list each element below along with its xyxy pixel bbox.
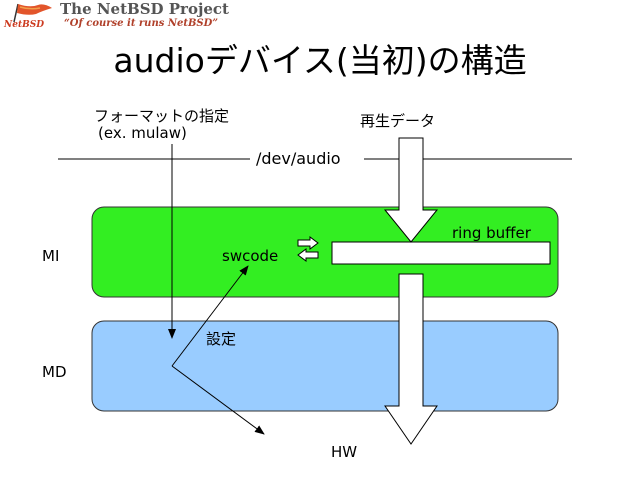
format-spec-label: フォーマットの指定 (94, 107, 230, 125)
logo-wordmark: NetBSD (4, 20, 45, 30)
mi-label: MI (42, 247, 60, 265)
swcode-label: swcode (222, 247, 279, 265)
project-tagline: “Of course it runs NetBSD” (64, 18, 219, 29)
hw-label: HW (331, 443, 358, 461)
ring-buffer-box (331, 241, 551, 265)
format-example-label: (ex. mulaw) (98, 124, 187, 142)
settings-line-down (171, 365, 265, 435)
md-layer-box (91, 320, 559, 412)
settings-line-up (171, 265, 249, 367)
playback-arrow (383, 137, 439, 243)
swcode-bidirectional-icon (297, 236, 319, 262)
md-label: MD (42, 363, 67, 381)
hw-output-arrow (384, 273, 438, 445)
project-name: The NetBSD Project (60, 0, 229, 18)
slide-title: audioデバイス(当初)の構造 (113, 41, 527, 80)
settings-label: 設定 (206, 330, 237, 348)
dev-audio-label: /dev/audio (256, 149, 341, 168)
ring-buffer-label: ring buffer (452, 224, 531, 242)
playback-data-label: 再生データ (360, 112, 436, 130)
netbsd-flag-icon (13, 3, 52, 23)
mi-layer-box (91, 206, 559, 298)
